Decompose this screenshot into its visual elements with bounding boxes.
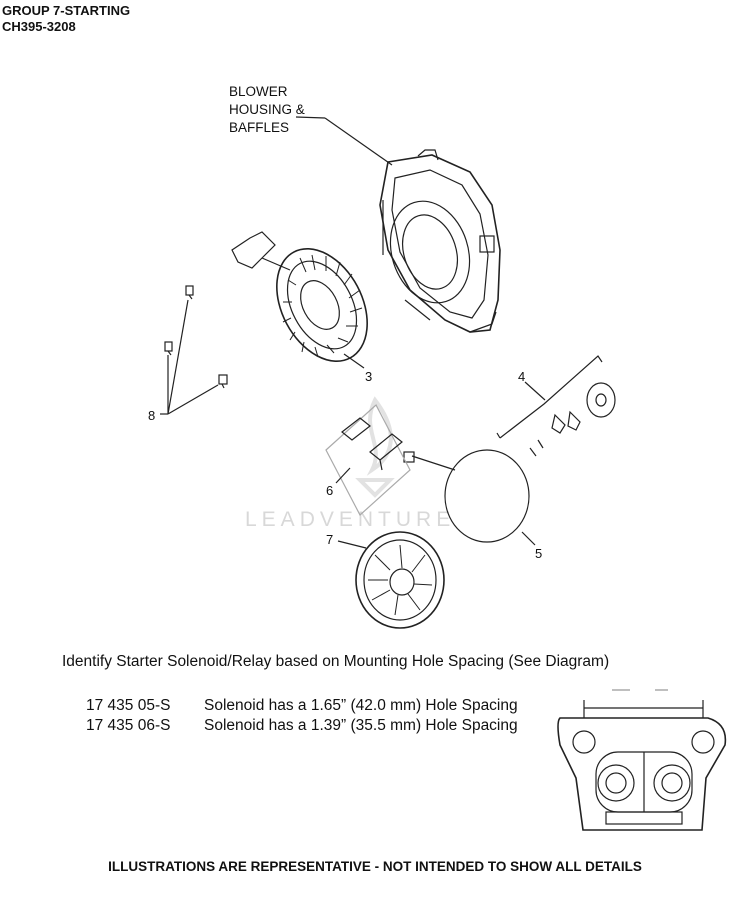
recoil-spring-rope-part <box>403 449 530 543</box>
blower-label-line3: BAFFLES <box>229 120 290 135</box>
blower-label-line2: HOUSING & <box>229 102 305 117</box>
disclaimer-footer: ILLUSTRATIONS ARE REPRESENTATIVE - NOT I… <box>108 859 642 874</box>
callout-4: 4 <box>518 369 526 384</box>
blower-leader-line-2 <box>324 117 393 166</box>
callout-5-leader <box>521 531 536 546</box>
callout-7: 7 <box>326 532 334 547</box>
callout-8-leaders <box>160 299 219 415</box>
callout-4-leader <box>524 381 546 401</box>
watermark: LEADVENTURE <box>245 508 456 531</box>
callout-8: 8 <box>148 408 156 423</box>
page-model-code: CH395-3208 <box>2 19 76 34</box>
part-number: 17 435 05-S <box>86 697 171 714</box>
page-group-title: GROUP 7-STARTING <box>2 3 131 18</box>
starter-pulley-part <box>355 531 445 629</box>
blower-housing-part <box>379 149 501 333</box>
callout-5: 5 <box>535 546 543 561</box>
solenoid-identify-text: Identify Starter Solenoid/Relay based on… <box>62 653 610 670</box>
screw-part <box>164 285 228 389</box>
blower-label-line1: BLOWER <box>229 84 288 99</box>
part-description: Solenoid has a 1.39” (35.5 mm) Hole Spac… <box>204 717 518 734</box>
callout-3: 3 <box>365 369 373 384</box>
part-description: Solenoid has a 1.65” (42.0 mm) Hole Spac… <box>204 697 518 714</box>
part-row: 17 435 05-S Solenoid has a 1.65” (42.0 mm… <box>86 697 518 715</box>
blower-housing-label: BLOWER HOUSING & BAFFLES <box>229 83 305 137</box>
pawl-kit-part <box>496 355 616 457</box>
part-row: 17 435 06-S Solenoid has a 1.39” (35.5 mm… <box>86 717 518 735</box>
blower-leader-line <box>295 116 326 119</box>
solenoid-mounting-diagram <box>557 689 727 831</box>
recoil-starter-housing-part <box>231 231 368 363</box>
callout-6-leader <box>335 467 351 484</box>
callout-6: 6 <box>326 483 334 498</box>
part-number: 17 435 06-S <box>86 717 171 734</box>
brake-block-part <box>325 404 411 516</box>
callout-3-leader <box>343 353 365 369</box>
callout-7-leader <box>337 540 367 549</box>
watermark-flame-icon <box>355 396 395 498</box>
